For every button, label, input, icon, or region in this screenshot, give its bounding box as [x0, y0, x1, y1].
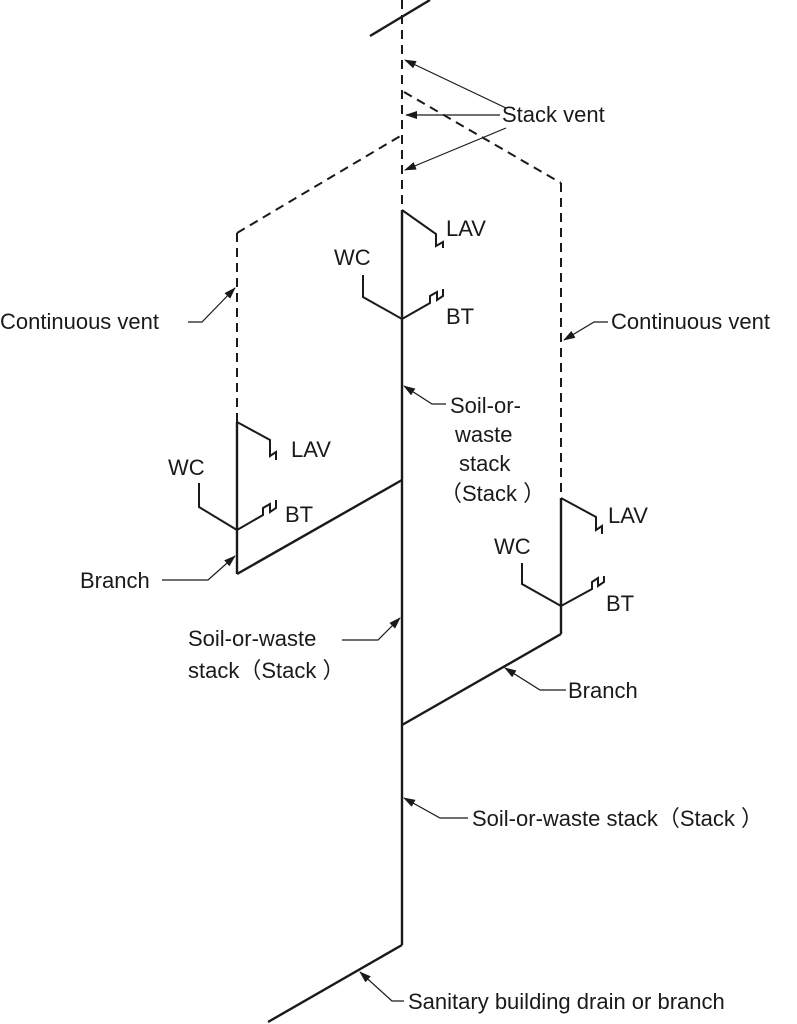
- roof-line: [369, 0, 431, 38]
- drainage-pipes: [235, 210, 563, 1024]
- callout-labels: Stack vent Continuous vent Continuous ve…: [0, 102, 770, 1014]
- stack-middle-label-line2: stack（Stack ）: [188, 658, 344, 683]
- stack-lower-label: Soil-or-waste stack（Stack ）: [472, 806, 763, 831]
- top-wc-fixture: [362, 275, 403, 320]
- building-drain-line: [267, 943, 403, 1024]
- right-lav-label: LAV: [608, 503, 648, 528]
- left-wc-fixture: [198, 483, 238, 531]
- stack-middle-arrow: [342, 617, 401, 641]
- left-wc-label: WC: [168, 455, 205, 480]
- fixture-group-top: LAV WC BT: [334, 209, 486, 329]
- stack-upper-label-line4: （Stack ）: [440, 481, 545, 506]
- left-branch-line: [236, 478, 403, 576]
- fixture-group-right: LAV WC BT: [494, 497, 648, 616]
- fixture-group-left: LAV WC BT: [168, 421, 331, 531]
- stack-upper-arrow: [403, 385, 446, 405]
- right-lav-fixture: [560, 497, 603, 534]
- building-drain-arrow: [359, 971, 404, 1002]
- left-bt-label: BT: [285, 502, 313, 527]
- top-lav-label: LAV: [446, 216, 486, 241]
- left-bt-fixture: [236, 500, 277, 531]
- left-lav-label: LAV: [291, 437, 331, 462]
- branch-left-label: Branch: [80, 568, 150, 593]
- right-bt-label: BT: [606, 591, 634, 616]
- stack-middle-label-line1: Soil-or-waste: [188, 626, 316, 651]
- continuous-vent-right-arrow: [563, 321, 608, 341]
- branch-right-arrow: [504, 667, 566, 691]
- right-bt-fixture: [560, 576, 605, 607]
- top-bt-fixture: [401, 289, 444, 320]
- stack-vent-label: Stack vent: [502, 102, 605, 127]
- stack-vent-arrow-1: [404, 59, 507, 109]
- stack-upper-label-line3: stack: [459, 451, 511, 476]
- stack-vent-arrow-3: [404, 127, 507, 171]
- stack-upper-label-line1: Soil-or-: [450, 393, 521, 418]
- left-lav-fixture: [236, 421, 277, 460]
- branch-left-arrow: [162, 555, 236, 581]
- stack-lower-arrow: [403, 797, 468, 819]
- left-vent-connector: [236, 134, 403, 234]
- continuous-vent-left-label: Continuous vent: [0, 309, 159, 334]
- continuous-vent-left-arrow: [188, 287, 236, 323]
- top-lav-fixture: [401, 209, 444, 248]
- continuous-vent-right-label: Continuous vent: [611, 309, 770, 334]
- right-branch-line: [401, 632, 562, 727]
- stack-upper-label-line2: waste: [454, 422, 512, 447]
- top-bt-label: BT: [446, 304, 474, 329]
- building-drain-label: Sanitary building drain or branch: [408, 989, 725, 1014]
- branch-right-label: Branch: [568, 678, 638, 703]
- top-wc-label: WC: [334, 245, 371, 270]
- right-wc-label: WC: [494, 534, 531, 559]
- leader-arrows: [162, 59, 608, 1002]
- right-wc-fixture: [521, 563, 562, 607]
